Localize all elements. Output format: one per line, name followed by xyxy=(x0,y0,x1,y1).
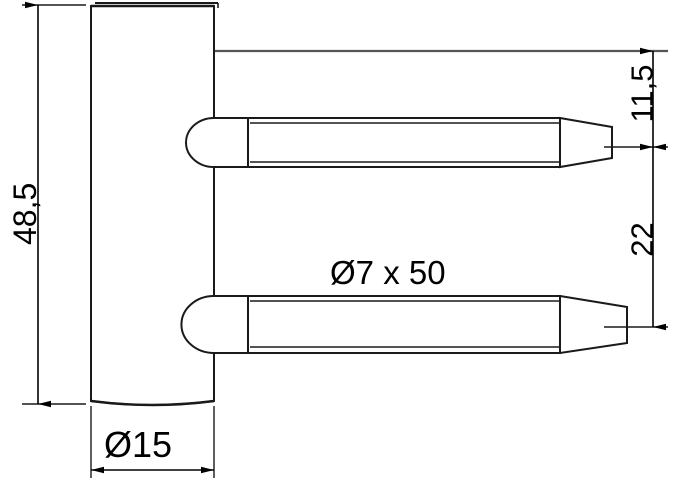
pin-spec-label: Ø7 x 50 xyxy=(330,254,446,291)
dimension-label-plate-width: Ø15 xyxy=(104,424,173,465)
upper-pin xyxy=(185,116,613,169)
hinge-plate xyxy=(90,4,215,407)
dimension-label-top-offset: 11,5 xyxy=(624,64,660,123)
dimension-label-overall-height: 48,5 xyxy=(7,182,43,245)
hinge-plate-top-edge-highlight xyxy=(95,2,219,8)
lower-pin xyxy=(180,294,628,355)
dimension-label-pin-spacing: 22 xyxy=(624,222,660,257)
